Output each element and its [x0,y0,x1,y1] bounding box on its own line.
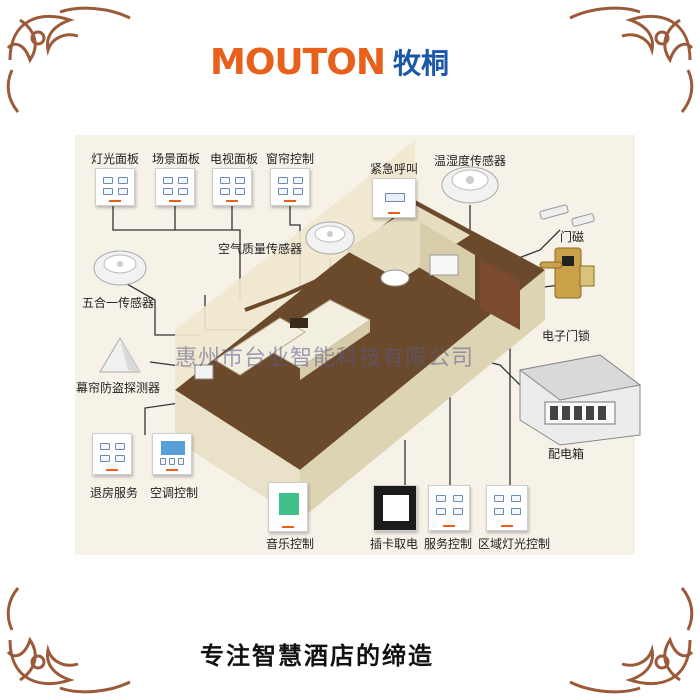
tv-panel-device [212,168,252,206]
label-air-quality-sensor: 空气质量传感器 [218,242,303,256]
label-scene-panel: 场景面板 [152,152,201,166]
company-watermark: 惠州市台业智能科技有限公司 [175,346,475,371]
music-control-device [268,482,308,532]
card-power-device [373,485,417,531]
brand-logo: MOUTON 牧桐 [210,41,449,83]
label-service-control: 服务控制 [424,537,473,551]
door-magnet-icon [539,204,595,227]
service-control-device [428,485,470,531]
electronic-lock-icon [539,247,595,299]
label-curtain-intrusion-detector: 幕帘防盗探测器 [76,381,161,395]
scene-panel-device [155,168,195,206]
label-electronic-lock: 电子门锁 [542,329,591,343]
label-checkout-service: 退房服务 [90,486,139,500]
logo-chinese: 牧桐 [392,47,449,80]
label-card-power: 插卡取电 [370,537,419,551]
distribution-box-icon [518,354,642,446]
ornament-corner-top-right [569,6,694,113]
label-temp-humidity-sensor: 温湿度传感器 [434,154,507,168]
air-quality-sensor-icon [305,221,355,255]
emergency-call-device [372,178,416,218]
ac-control-device [152,433,192,475]
five-in-one-sensor-icon [93,250,147,286]
label-door-magnet: 门磁 [560,230,585,244]
curtain-control-device [270,168,310,206]
label-ac-control: 空调控制 [150,486,199,500]
room-model [175,140,545,520]
label-tv-panel: 电视面板 [210,152,259,166]
label-music-control: 音乐控制 [266,537,315,551]
checkout-service-device [92,433,132,475]
label-five-in-one-sensor: 五合一传感器 [82,296,155,310]
zone-light-control-device [486,485,528,531]
ornament-corner-top-left [6,6,131,113]
light-panel-device [95,168,135,206]
temp-humidity-sensor-icon [441,166,499,204]
label-zone-light-control: 区域灯光控制 [478,537,551,551]
label-emergency-call: 紧急呼叫 [370,162,419,176]
label-distribution-box: 配电箱 [548,447,585,461]
ornament-corner-bottom-left [6,587,131,694]
slogan-text: 专注智慧酒店的缔造 [200,641,434,670]
curtain-intrusion-detector-icon [99,337,141,373]
ornament-corner-bottom-right [569,587,694,694]
label-curtain-control: 窗帘控制 [266,152,315,166]
label-light-panel: 灯光面板 [91,152,140,166]
logo-english: MOUTON [210,41,386,83]
